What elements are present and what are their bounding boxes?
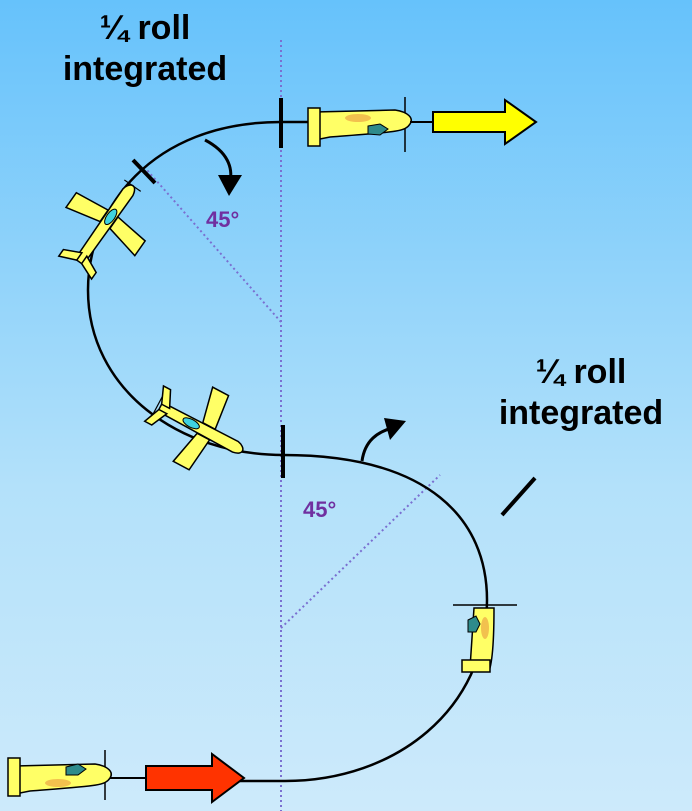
plane-bottom-level [8, 750, 146, 800]
flight-path [88, 122, 487, 781]
lower-curved-arrow [362, 418, 406, 461]
upper-45-guide [147, 170, 281, 322]
plane-top-level [308, 97, 433, 152]
upper-angle-label: 45° [206, 207, 239, 233]
right-tick-mark [502, 478, 535, 515]
plane-middle-diagonal [134, 367, 262, 488]
lower-angle-label: 45° [303, 497, 336, 523]
exit-arrow-icon [433, 100, 536, 144]
upper-curved-arrow [205, 140, 242, 196]
upper-diagonal-tick [133, 160, 155, 183]
plane-upper-diagonal [41, 161, 167, 291]
entry-arrow-icon [146, 754, 244, 802]
plane-right-vertical [453, 605, 517, 672]
